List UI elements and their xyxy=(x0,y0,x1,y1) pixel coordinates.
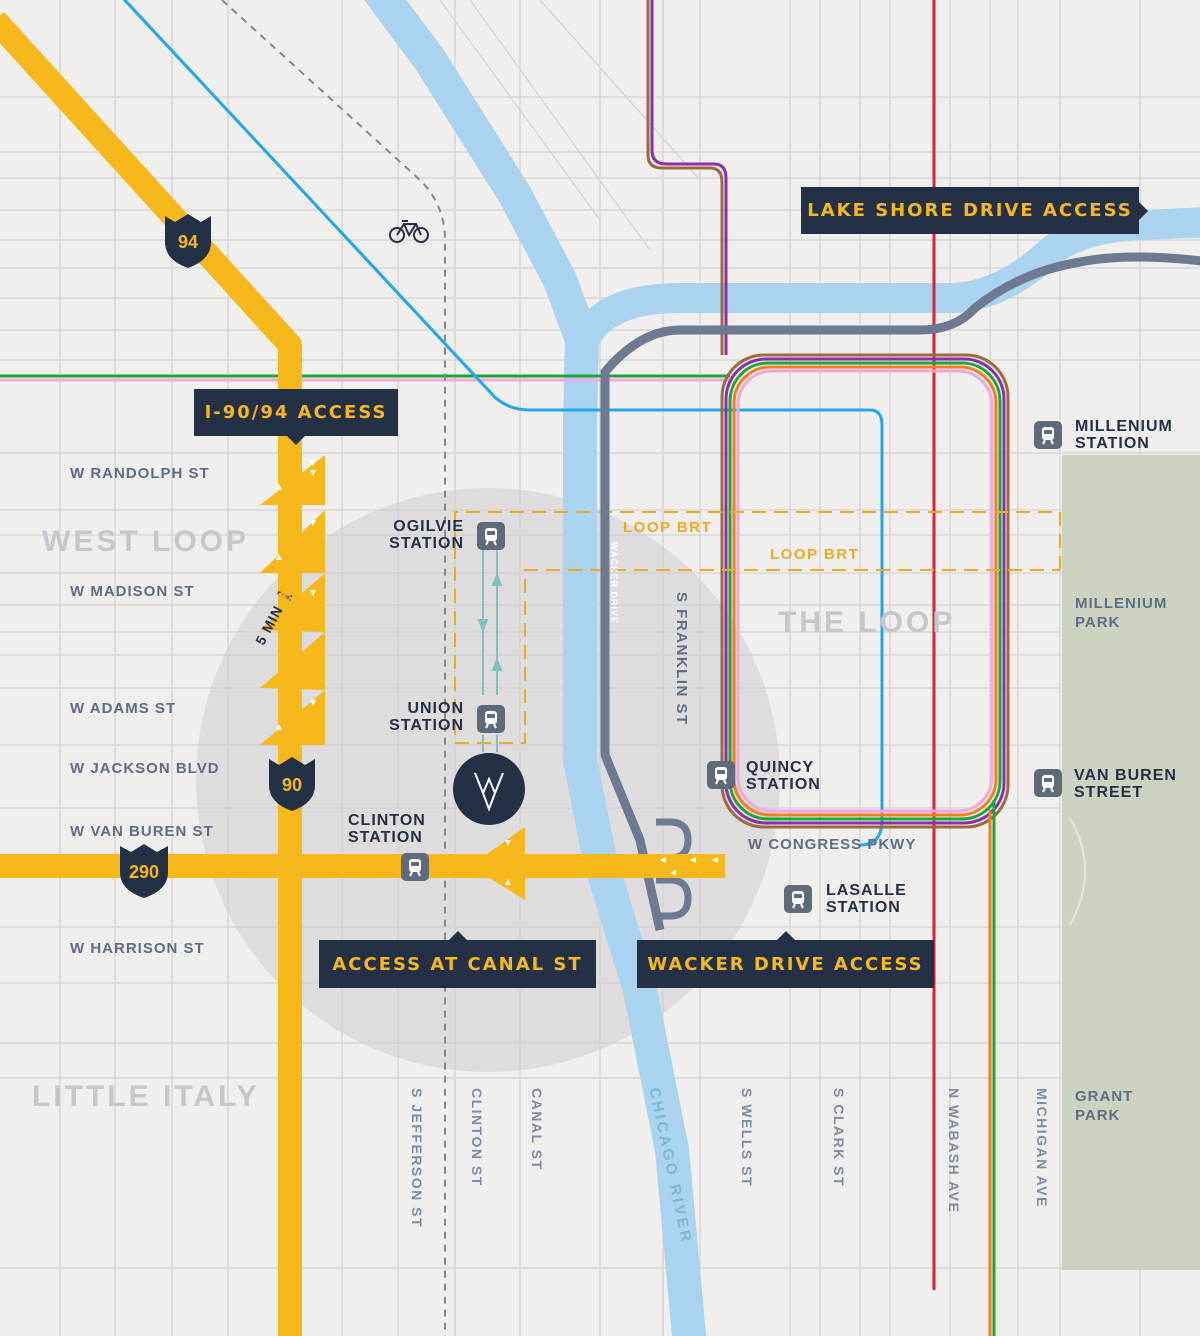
street-madison: W MADISON ST xyxy=(70,583,195,600)
street-randolph: W RANDOLPH ST xyxy=(70,465,210,482)
street-clark: S CLARK ST xyxy=(831,1088,847,1187)
canal-access-callout: ACCESS AT CANAL ST xyxy=(319,931,596,988)
street-franklin: S FRANKLIN ST xyxy=(673,592,690,726)
ogilvie-station-label: OGILVIE STATION xyxy=(389,518,464,552)
metra-rail-dashed xyxy=(221,0,446,1336)
loop-green-ring xyxy=(728,361,1002,821)
wacker-drive-access-callout: WACKER DRIVE ACCESS xyxy=(637,931,934,988)
loop-brown-ring xyxy=(720,353,1010,829)
train-icon xyxy=(477,522,505,550)
loop-pink-ring xyxy=(736,369,994,813)
street-wabash: N WABASH AVE xyxy=(946,1088,962,1214)
grant-park-area xyxy=(1062,455,1200,1270)
purple-line-north xyxy=(650,0,728,355)
loop-brt-route-south xyxy=(454,545,1060,744)
i9094-access-ramps xyxy=(260,455,325,745)
train-icon xyxy=(1034,769,1062,797)
i94-shield-number: 94 xyxy=(177,232,199,252)
van-buren-street-station-label: VAN BUREN STREET xyxy=(1074,767,1177,801)
street-canal: CANAL ST xyxy=(529,1088,545,1171)
blue-line xyxy=(122,0,884,847)
building-logo-icon xyxy=(453,753,525,825)
union-station-label: UNION STATION xyxy=(389,700,464,734)
i290-shield-number: 290 xyxy=(128,862,160,882)
ramp-direction-arrows xyxy=(276,460,718,885)
i90-shield-number: 90 xyxy=(281,775,303,795)
bicycle-icon xyxy=(388,218,430,249)
west-loop-label: WEST LOOP xyxy=(42,525,249,558)
interstate-shield-icon: 290 xyxy=(118,842,170,905)
loop-brt-route-north xyxy=(454,511,1061,570)
canal-access-ramp xyxy=(470,827,525,900)
street-adams: W ADAMS ST xyxy=(70,700,177,717)
street-michigan: MICHIGAN AVE xyxy=(1034,1088,1050,1208)
quincy-station-label: QUINCY STATION xyxy=(746,759,821,793)
loop-brt-label-south: LOOP BRT xyxy=(770,546,860,563)
interstate-shield-icon: 94 xyxy=(163,212,213,275)
street-clinton: CLINTON ST xyxy=(469,1088,485,1187)
street-harrison: W HARRISON ST xyxy=(70,940,205,957)
station-transfer-arrows xyxy=(477,550,503,752)
wacker-drive-label: WACKER DRIVE xyxy=(609,542,619,625)
chicago-river xyxy=(364,0,707,1336)
loop-brt-label-north: LOOP BRT xyxy=(623,519,713,536)
train-icon xyxy=(401,853,429,881)
train-icon xyxy=(1034,421,1062,449)
loop-orange-ring xyxy=(732,365,998,817)
street-jefferson: S JEFFERSON ST xyxy=(409,1088,425,1229)
brown-line-north xyxy=(646,0,724,355)
the-loop-label: THE LOOP xyxy=(778,606,956,639)
street-wells: S WELLS ST xyxy=(739,1088,755,1187)
street-jackson: W JACKSON BLVD xyxy=(70,760,220,777)
little-italy-label: LITTLE ITALY xyxy=(32,1080,260,1113)
lasalle-station-label: LASALLE STATION xyxy=(826,882,907,916)
interstate-shield-icon: 90 xyxy=(267,755,317,818)
train-icon xyxy=(784,885,812,913)
clinton-station-label: CLINTON STATION xyxy=(348,812,426,846)
train-icon xyxy=(477,705,505,733)
wacker-drive xyxy=(600,252,1200,931)
i9094-access-callout: I-90/94 ACCESS xyxy=(194,389,398,445)
train-icon xyxy=(707,761,735,789)
grant-park-label: GRANT PARK xyxy=(1075,1088,1134,1124)
lake-shore-drive-access-callout: LAKE SHORE DRIVE ACCESS xyxy=(801,187,1148,234)
interstate-90-94 xyxy=(0,11,302,1336)
loop-purple-ring xyxy=(724,357,1006,825)
millenium-station-label: MILLENIUM STATION xyxy=(1075,418,1173,452)
millenium-park-label: MILLENIUM PARK xyxy=(1075,595,1168,631)
street-congress: W CONGRESS PKWY xyxy=(748,836,917,853)
street-van-buren: W VAN BUREN ST xyxy=(70,823,214,840)
